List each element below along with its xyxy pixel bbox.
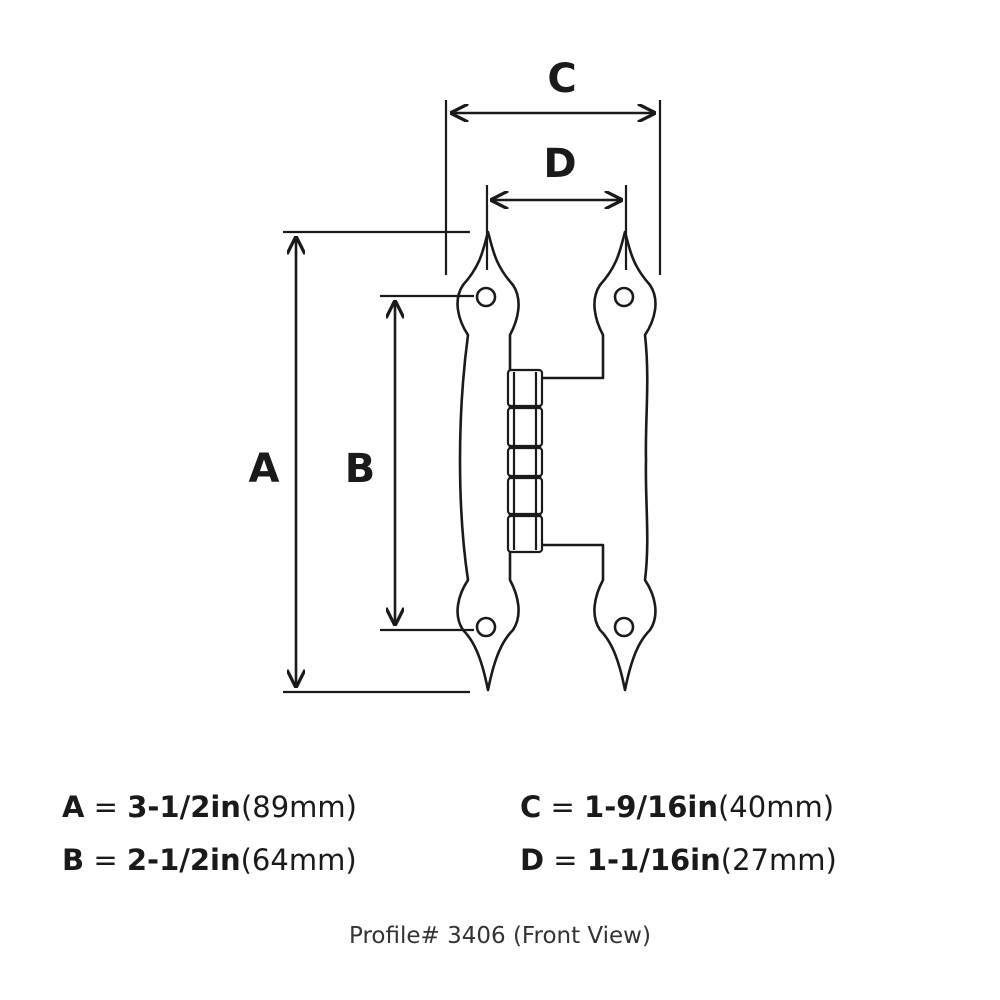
dimension-d-label: D	[543, 141, 576, 187]
dimension-b-label: B	[345, 446, 376, 492]
dimension-d: D	[485, 141, 628, 270]
hinge-right-leaf	[538, 230, 657, 692]
hinge-dimension-diagram: A B C D	[249, 56, 662, 694]
spec-a-equals: =	[84, 790, 128, 824]
spec-b-equals: =	[84, 843, 127, 877]
spec-c-key: C	[520, 790, 542, 824]
screw-hole-top-left	[475, 286, 497, 308]
spec-c-metric: (40mm)	[717, 790, 835, 824]
spec-c: C = 1-9/16in(40mm)	[520, 790, 834, 824]
hinge-knuckles	[506, 368, 544, 554]
spec-b: B = 2-1/2in(64mm)	[62, 843, 357, 877]
dimension-a: A	[249, 230, 470, 694]
spec-b-imperial: 2-1/2in	[126, 843, 241, 877]
spec-d: D = 1-1/16in(27mm)	[520, 843, 837, 877]
spec-a-key: A	[62, 790, 85, 824]
dimension-c-label: C	[547, 56, 576, 102]
spec-a-imperial: 3-1/2in	[127, 790, 241, 824]
dimension-a-label: A	[249, 446, 280, 492]
spec-c-equals: =	[541, 790, 585, 824]
hinge-drawing	[456, 230, 657, 692]
spec-b-key: B	[62, 843, 85, 877]
screw-hole-bottom-left	[475, 616, 497, 638]
spec-d-imperial: 1-1/16in	[586, 843, 721, 877]
spec-a: A = 3-1/2in(89mm)	[62, 790, 357, 824]
screw-hole-bottom-right	[613, 616, 635, 638]
dimension-b: B	[345, 294, 474, 632]
dimension-c: C	[444, 56, 662, 275]
spec-d-equals: =	[544, 843, 587, 877]
spec-c-imperial: 1-9/16in	[584, 790, 718, 824]
screw-hole-top-right	[613, 286, 635, 308]
spec-d-key: D	[520, 843, 545, 877]
spec-d-metric: (27mm)	[720, 843, 837, 877]
spec-b-metric: (64mm)	[240, 843, 357, 877]
spec-a-metric: (89mm)	[240, 790, 357, 824]
profile-caption: Profile# 3406 (Front View)	[349, 923, 651, 949]
